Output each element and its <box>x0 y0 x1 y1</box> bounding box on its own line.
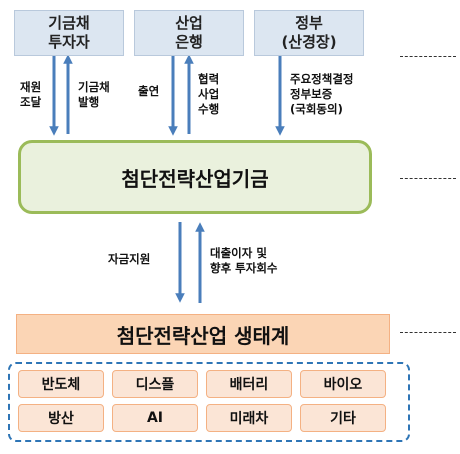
ecosystem-box: 첨단전략산업 생태계 <box>16 314 390 354</box>
sector-semiconductor: 반도체 <box>18 370 104 398</box>
policy-label: 주요정책결정 정부보증 (국회동의) <box>290 72 354 116</box>
investor-label-1: 기금채 <box>48 14 90 32</box>
sector-defense: 방산 <box>18 404 104 432</box>
investor-box: 기금채 투자자 <box>14 10 124 56</box>
fund-box: 첨단전략산업기금 <box>18 140 372 214</box>
government-box: 정부 (산경장) <box>254 10 364 56</box>
sector-future-car: 미래차 <box>206 404 292 432</box>
bank-box: 산업 은행 <box>134 10 244 56</box>
cooperation-label: 협력 사업 수행 <box>198 72 220 116</box>
sector-group <box>8 362 410 442</box>
funding-label: 재원 조달 <box>20 80 42 109</box>
bond-issue-label: 기금채 발행 <box>78 80 110 109</box>
separator-line-1 <box>400 56 456 57</box>
sector-bio: 바이오 <box>300 370 386 398</box>
government-label-2: (산경장) <box>281 33 337 51</box>
contribution-label: 출연 <box>138 84 160 98</box>
return-label: 대출이자 및 향후 투자회수 <box>210 246 278 275</box>
sector-ai: AI <box>112 404 198 432</box>
sector-battery: 배터리 <box>206 370 292 398</box>
support-label: 자금지원 <box>108 252 151 266</box>
separator-line-3 <box>400 332 456 333</box>
sector-display: 디스플 <box>112 370 198 398</box>
government-label-1: 정부 <box>295 14 323 32</box>
investor-label-2: 투자자 <box>48 33 90 51</box>
separator-line-2 <box>400 178 456 179</box>
bank-label-1: 산업 <box>175 14 203 32</box>
bank-label-2: 은행 <box>175 33 203 51</box>
sector-other: 기타 <box>300 404 386 432</box>
